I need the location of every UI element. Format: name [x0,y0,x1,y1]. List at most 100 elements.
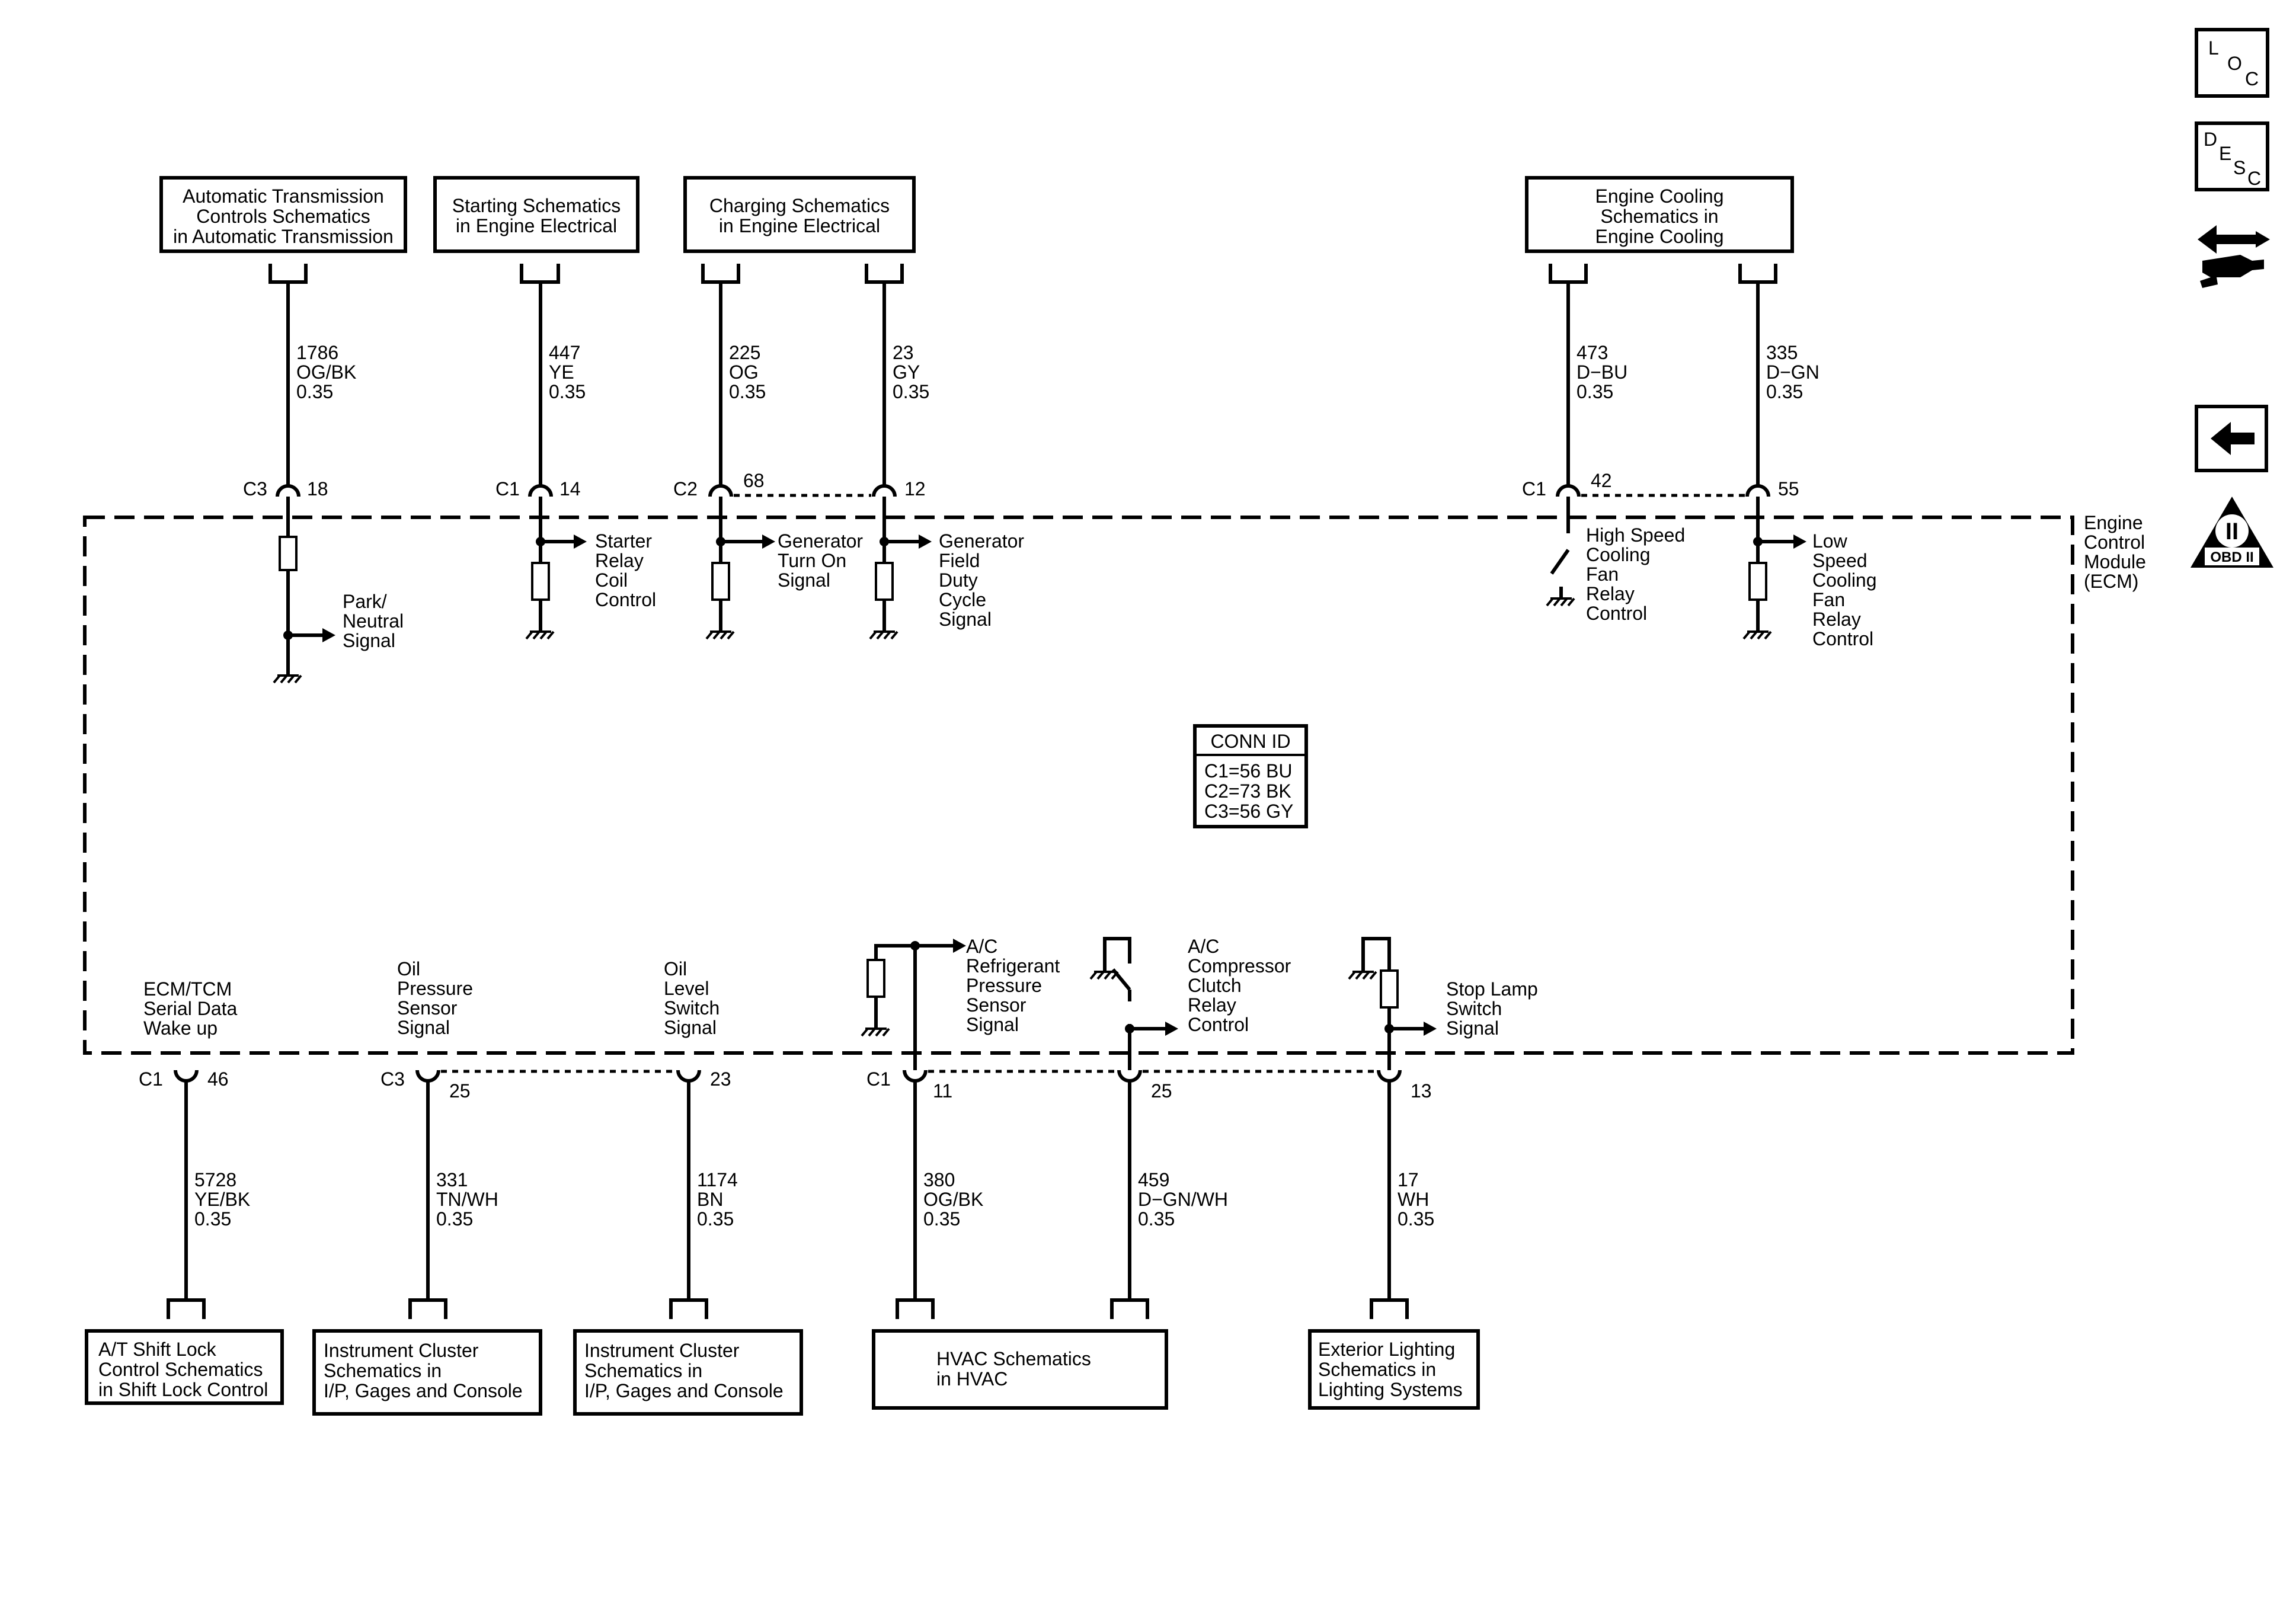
svg-text:I/P, Gages and Console: I/P, Gages and Console [324,1380,523,1401]
svg-text:12: 12 [904,478,926,500]
bottom-box-hvac[interactable]: HVAC Schematics in HVAC [872,1329,1168,1410]
svg-text:Instrument Cluster: Instrument Cluster [324,1340,479,1361]
top-connector-stubs [268,264,1777,284]
svg-text:C1: C1 [139,1068,163,1090]
bottom-wires [184,1081,1391,1300]
bottom-box-shift-lock[interactable]: A/T Shift Lock Control Schematics in Shi… [85,1329,284,1405]
conn-id-line-c1: C1=56 BU [1204,760,1293,782]
back-arrow-icon[interactable] [2195,405,2268,472]
svg-text:E: E [2219,143,2231,164]
svg-text:Schematics in: Schematics in [324,1360,442,1381]
svg-text:C1: C1 [866,1068,891,1090]
bottom-box-instrument-cluster-2[interactable]: Instrument Cluster Schematics in I/P, Ga… [573,1329,803,1416]
svg-text:O: O [2227,53,2242,74]
svg-text:Engine Cooling: Engine Cooling [1595,226,1723,247]
svg-text:I/P, Gages and Console: I/P, Gages and Console [584,1380,784,1401]
svg-text:C: C [2247,168,2261,189]
top-wires [286,282,1760,486]
svg-text:S: S [2233,157,2246,178]
svg-text:D: D [2204,129,2217,150]
svg-text:C1: C1 [1522,478,1546,500]
svg-text:Schematics in: Schematics in [1600,206,1718,227]
bottom-pin-connectors [174,1070,1402,1083]
svg-text:Lighting Systems: Lighting Systems [1318,1379,1463,1400]
ecm-label: Engine Control Module (ECM) [2084,512,2151,592]
top-box-starting[interactable]: Starting Schematics in Engine Electrical [433,176,639,253]
bottom-pin-labels: C1 46 C3 25 23 C1 11 25 13 [139,1068,1432,1102]
bottom-box-exterior-lighting[interactable]: Exterior Lighting Schematics in Lighting… [1308,1329,1480,1410]
svg-text:in Engine Electrical: in Engine Electrical [456,215,617,236]
svg-text:in Automatic Transmission: in Automatic Transmission [173,226,394,247]
obd-ii-icon[interactable]: II OBD II [2191,497,2273,568]
svg-text:A/T Shift Lock: A/T Shift Lock [98,1339,217,1360]
svg-text:in Engine Electrical: in Engine Electrical [719,215,880,236]
svg-text:Control Schematics: Control Schematics [98,1359,263,1380]
top-pin-connectors [276,484,1770,497]
bottom-internal-circuits [861,937,1437,1070]
svg-text:HVAC Schematics: HVAC Schematics [936,1348,1091,1369]
svg-text:Schematics in: Schematics in [1318,1359,1436,1380]
top-box-engine-cooling[interactable]: Engine Cooling Schematics in Engine Cool… [1525,176,1794,253]
svg-text:13: 13 [1411,1080,1432,1102]
bottom-box-instrument-cluster-1[interactable]: Instrument Cluster Schematics in I/P, Ga… [312,1329,542,1416]
svg-text:II: II [2225,518,2239,545]
conn-id-title: CONN ID [1210,731,1290,752]
svg-text:11: 11 [933,1080,952,1102]
svg-text:Engine Cooling: Engine Cooling [1595,185,1723,207]
conn-id-box: CONN ID C1=56 BU C2=73 BK C3=56 GY [1193,724,1308,828]
svg-text:Exterior Lighting: Exterior Lighting [1318,1339,1455,1360]
svg-text:14: 14 [559,478,581,500]
svg-text:25: 25 [1151,1080,1172,1102]
svg-text:in Shift Lock Control: in Shift Lock Control [98,1379,268,1400]
top-box-atc[interactable]: Automatic Transmission Controls Schemati… [159,176,407,253]
svg-text:in HVAC: in HVAC [936,1368,1008,1390]
svg-text:C: C [2245,68,2259,89]
top-box-charging[interactable]: Charging Schematics in Engine Electrical [683,176,916,253]
svg-text:Instrument Cluster: Instrument Cluster [584,1340,740,1361]
svg-text:L: L [2208,37,2219,59]
conn-id-line-c2: C2=73 BK [1204,780,1291,802]
svg-text:46: 46 [207,1068,229,1090]
connector-wrench-icon[interactable] [2198,225,2270,288]
svg-text:Starting Schematics: Starting Schematics [452,195,621,216]
ecm-outline [83,516,2074,1055]
top-internal-circuits [273,497,1806,684]
svg-text:C3: C3 [380,1068,405,1090]
svg-text:42: 42 [1591,470,1612,491]
loc-icon[interactable]: L O C [2195,28,2269,98]
desc-icon[interactable]: D E S C [2195,121,2269,191]
svg-text:18: 18 [307,478,328,500]
conn-id-line-c3: C3=56 GY [1204,801,1293,822]
svg-text:OBD II: OBD II [2210,549,2253,565]
svg-text:68: 68 [743,470,765,491]
svg-text:C3: C3 [243,478,267,500]
top-pin-labels: C3 18 C1 14 C2 68 12 C1 42 55 [243,470,1799,500]
svg-text:23: 23 [710,1068,731,1090]
svg-text:Automatic Transmission: Automatic Transmission [183,185,384,207]
